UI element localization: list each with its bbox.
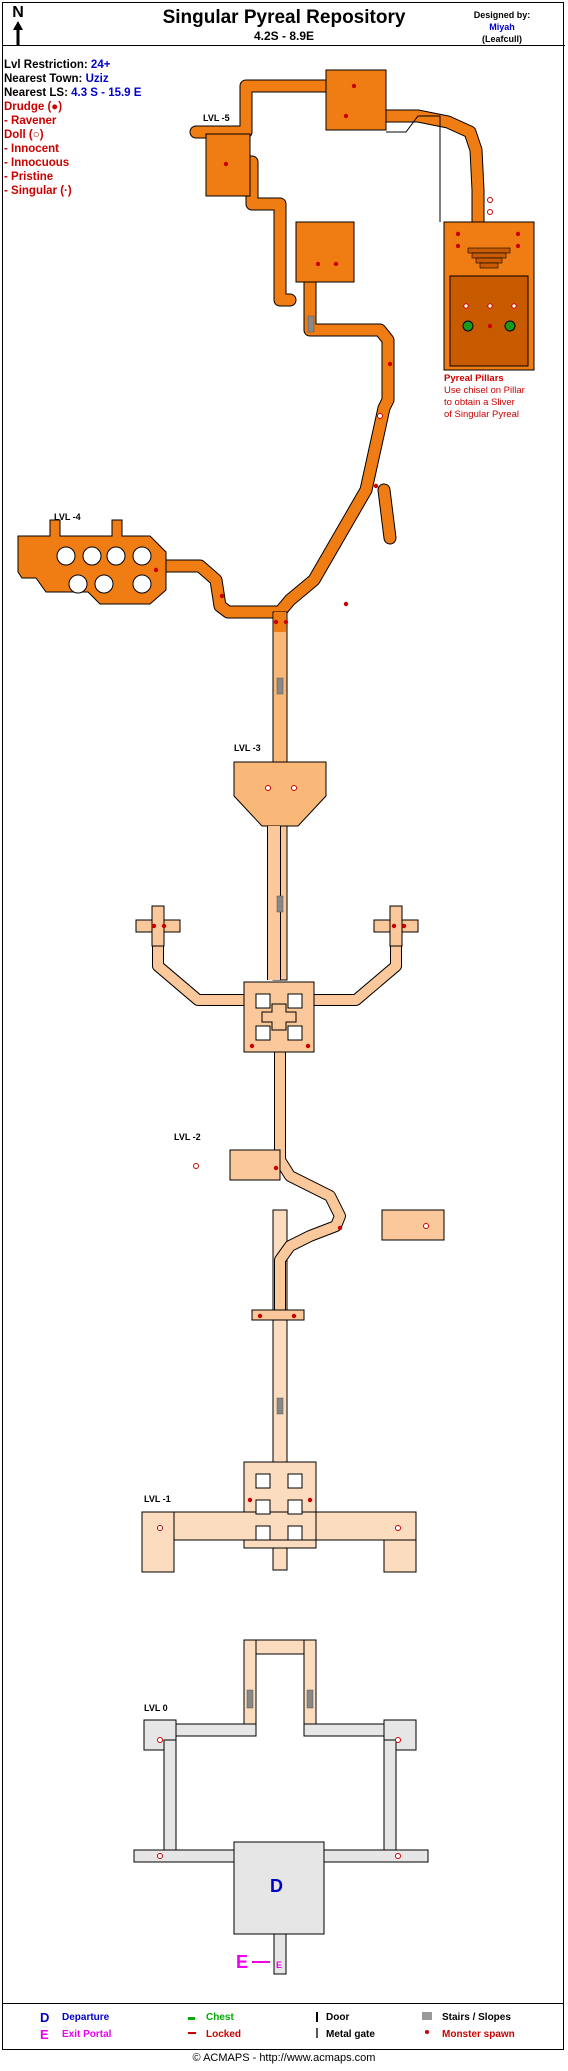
metal-gate-icon: [316, 2028, 318, 2038]
monster-item: - Singular (·): [4, 185, 72, 197]
nearest-ls-label: Nearest LS:: [4, 87, 68, 99]
level-label: LVL -3: [234, 743, 261, 753]
legend-chest-label: Chest: [206, 2012, 234, 2023]
level-label: LVL 0: [144, 1703, 168, 1713]
level-label: LVL -4: [54, 512, 81, 522]
legend-exit-label: Exit Portal: [62, 2029, 112, 2040]
pillars-title: Pyreal Pillars: [444, 373, 504, 384]
exit-line: [252, 1961, 270, 1963]
pillars-line: Use chisel on Pillar: [444, 385, 525, 396]
map-legend: D Departure E Exit Portal Chest Locked D…: [2, 2003, 564, 2049]
legend-spawn-label: Monster spawn: [442, 2029, 515, 2040]
north-indicator: N: [9, 5, 27, 52]
exit-marker: E: [236, 1952, 249, 1972]
dungeon-info: Lvl Restriction: 24+ Nearest Town: Uziz …: [4, 58, 141, 198]
copyright-footer: © ACMAPS - http://www.acmaps.com: [192, 2052, 376, 2064]
pyreal-pillars: [462, 320, 516, 332]
room: [325, 69, 387, 131]
legend-exit-letter: E: [40, 2027, 49, 2042]
monster-item: - Innocuous: [4, 157, 70, 169]
designer-server: (Leafcull): [481, 34, 522, 44]
doll-spawns: [157, 197, 517, 1859]
door-icon: [316, 2012, 318, 2022]
nearest-town-value: Uziz: [85, 73, 109, 85]
level-m1: [141, 1461, 417, 1573]
level-label: LVL -1: [144, 1494, 171, 1504]
dungeon-map: [17, 69, 535, 1975]
pillars-note: Pyreal Pillars Use chisel on Pillar to o…: [444, 373, 525, 421]
north-label: N: [12, 4, 24, 21]
level-label: LVL -2: [174, 1132, 201, 1142]
exit-marker-small: E: [276, 1960, 283, 1970]
monster-spawns: [151, 83, 521, 1503]
designed-by-label: Designed by:: [473, 10, 531, 20]
legend-door-label: Door: [326, 2012, 350, 2023]
locked-icon: [188, 2032, 196, 2034]
legend-locked-label: Locked: [206, 2029, 242, 2040]
designer-credit: Designed by: Miyah (Leafcull): [447, 9, 557, 45]
monster-item: Drudge (●): [4, 101, 63, 113]
map-title: Singular Pyreal Repository: [162, 7, 406, 28]
level-m3: [233, 761, 327, 980]
legend-departure-letter: D: [40, 2010, 50, 2025]
monster-spawn-icon: [425, 2030, 429, 2034]
monster-list: Drudge (●) - Ravener Doll (○) - Innocent…: [4, 100, 141, 198]
room: [205, 133, 251, 197]
pillar-chamber: [449, 275, 529, 367]
north-arrow-icon: [13, 21, 23, 45]
level-m5-paths-fill: [144, 80, 484, 618]
level-m2: [135, 905, 445, 1321]
legend-stairs-label: Stairs / Slopes: [442, 2012, 511, 2023]
lvl-restriction-value: 24+: [90, 59, 111, 71]
monster-item: - Innocent: [4, 143, 59, 155]
level-0: [133, 1639, 429, 1975]
legend-metal-gate-label: Metal gate: [326, 2029, 375, 2040]
nearest-town-label: Nearest Town:: [4, 73, 83, 85]
monster-item: Doll (○): [4, 129, 44, 141]
pillars-line: to obtain a Sliver: [444, 397, 515, 408]
monster-item: - Pristine: [4, 171, 54, 183]
pillars-line: of Singular Pyreal: [444, 409, 519, 420]
departure-marker: D: [270, 1876, 283, 1896]
stairs-icon: [422, 2012, 432, 2020]
stairs-markers: [246, 315, 315, 1709]
header: N Singular Pyreal Repository 4.2S - 8.9E…: [3, 3, 565, 46]
legend-departure-label: Departure: [62, 2012, 110, 2023]
level-label: LVL -5: [203, 113, 230, 123]
designer-name: Miyah: [489, 22, 515, 32]
lvl-restriction-label: Lvl Restriction:: [4, 59, 88, 71]
pillar-stairs: [467, 247, 511, 269]
level-m5-paths: [143, 79, 485, 619]
monster-item: - Ravener: [4, 115, 57, 127]
chest-icon: [188, 2017, 195, 2020]
nearest-ls-value: 4.3 S - 15.9 E: [71, 87, 142, 99]
room: [295, 221, 355, 283]
level-m4-rooms: [17, 519, 167, 605]
map-coordinates: 4.2S - 8.9E: [253, 29, 315, 43]
